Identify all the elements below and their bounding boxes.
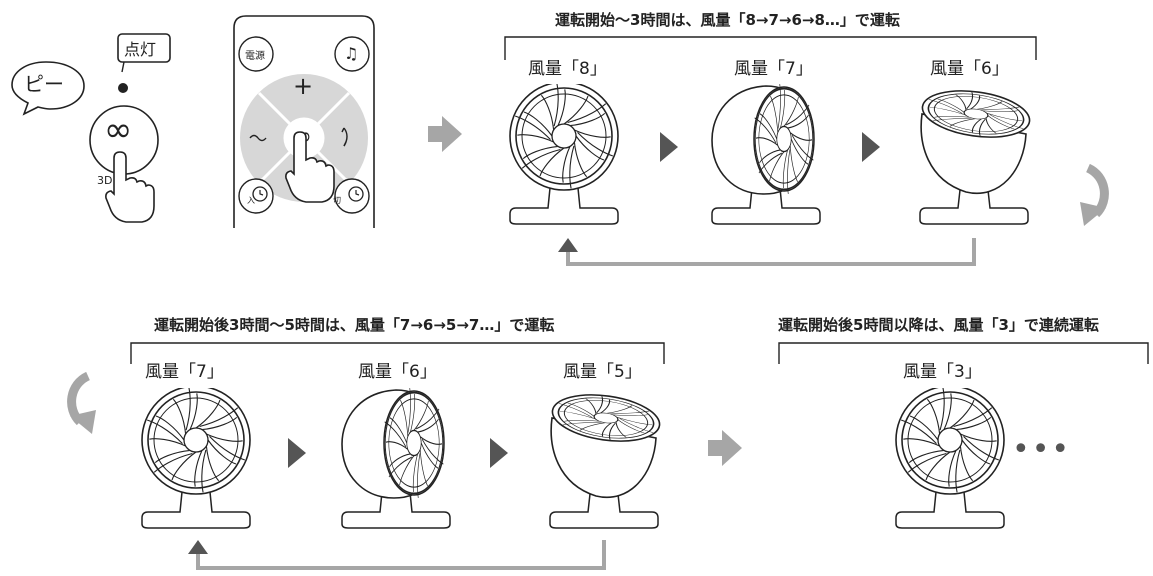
remote-pointing-hand-icon — [285, 131, 335, 203]
phase-1-bracket — [504, 36, 1037, 60]
rhythm-button-caption: 3D — [97, 174, 113, 187]
play-arrow-icon — [490, 438, 508, 468]
pointing-hand-icon — [105, 151, 155, 223]
play-arrow-icon — [660, 132, 678, 162]
phase-1-level-1: 風量「8」 — [528, 59, 607, 79]
phase-2-bracket — [130, 342, 665, 364]
loop-return-arrow — [188, 540, 606, 570]
phase-2-level-1: 風量「7」 — [145, 362, 224, 382]
play-arrow-icon — [862, 132, 880, 162]
fan-angled-icon — [338, 388, 456, 534]
lamp-label: 点灯 — [124, 40, 157, 59]
phase-3-level-1: 風量「3」 — [903, 362, 982, 382]
play-arrow-icon — [288, 438, 306, 468]
remote-plus-button[interactable]: + — [293, 72, 314, 100]
fan-front-icon — [136, 388, 258, 534]
phase-3-bracket — [778, 342, 1149, 364]
phase-2-level-3: 風量「5」 — [563, 362, 642, 382]
cycle-arrow-icon — [67, 372, 96, 434]
phase-1-level-2: 風量「7」 — [734, 59, 813, 79]
beep-text: ピー — [24, 72, 64, 96]
continuation-dots: ••• — [1012, 432, 1072, 467]
fan-up-icon — [544, 388, 666, 534]
fan-up-icon — [914, 84, 1036, 230]
remote-timer-on-label: 入 — [247, 196, 255, 205]
phase-1-level-3: 風量「6」 — [930, 59, 1009, 79]
fan-front-icon — [890, 388, 1012, 534]
remote-control — [233, 15, 375, 228]
fan-front-icon — [504, 84, 626, 230]
step-arrow-icon — [708, 430, 742, 466]
rhythm-button-symbol: ∞ — [104, 110, 133, 150]
step-arrow-icon — [428, 116, 462, 152]
phase-2-level-2: 風量「6」 — [358, 362, 437, 382]
remote-timer-off-label: 切 — [333, 196, 341, 205]
phase-1-title: 運転開始〜3時間は、風量「8→7→6→8…」で運転 — [555, 11, 900, 29]
lamp-callout — [117, 33, 171, 93]
phase-3-title: 運転開始後5時間以降は、風量「3」で連続運転 — [778, 316, 1099, 334]
fan-angled-icon — [708, 84, 826, 230]
cycle-arrow-icon — [1080, 164, 1109, 226]
remote-music-button[interactable]: ♫ — [344, 44, 359, 63]
beep-bubble — [11, 61, 85, 116]
phase-2-title: 運転開始後3時間〜5時間は、風量「7→6→5→7…」で運転 — [154, 316, 555, 334]
loop-return-arrow — [558, 238, 976, 266]
remote-power-button[interactable]: 電源 — [245, 51, 265, 62]
